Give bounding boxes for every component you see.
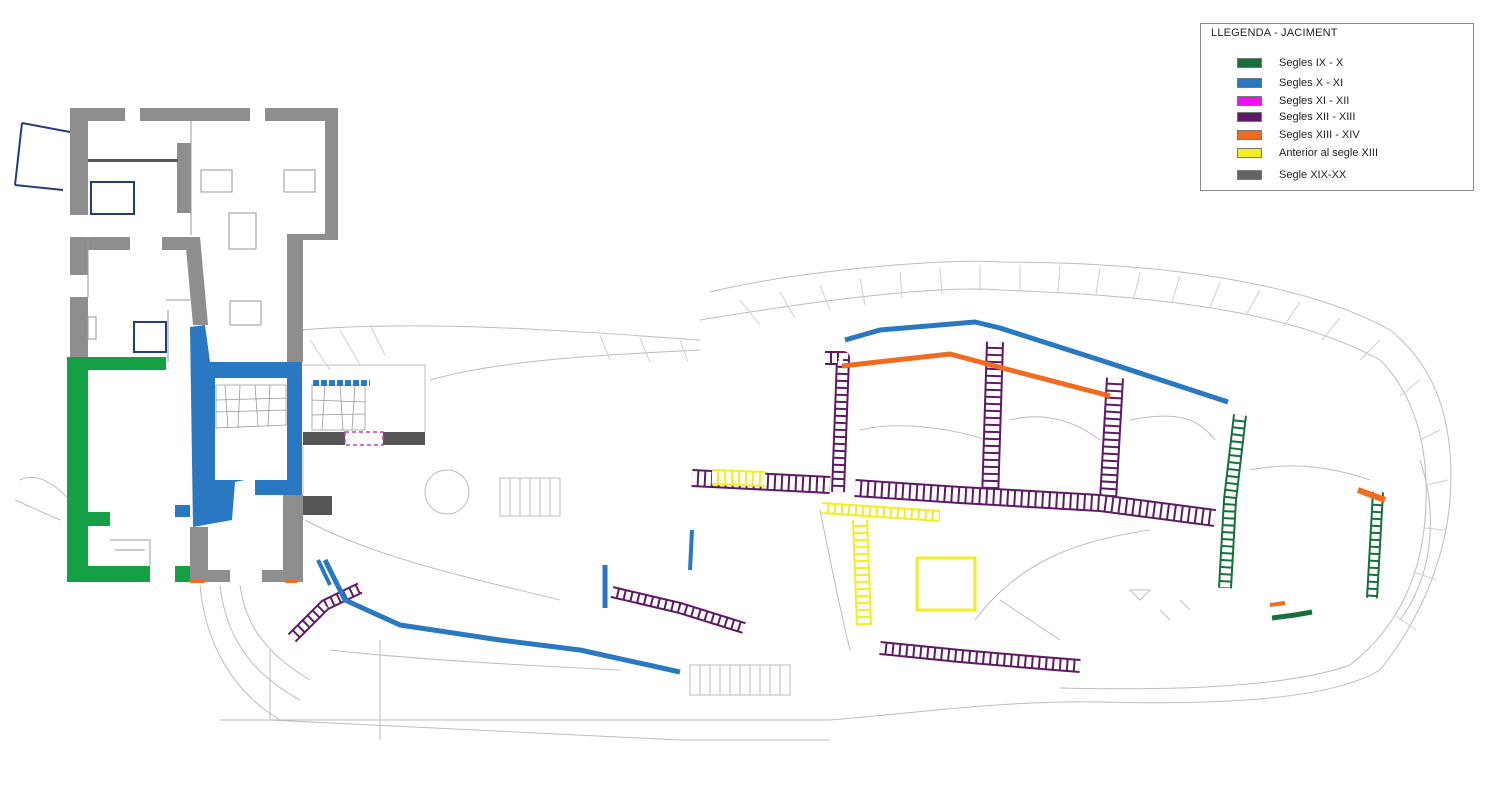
wall-stones — [289, 584, 362, 641]
legend-swatch — [1237, 58, 1262, 68]
walls-segles-ix-x-solid — [67, 357, 190, 582]
legend-item: Segles XI - XII — [1237, 94, 1349, 108]
building-walls-gray — [70, 108, 338, 582]
legend-swatch — [1237, 78, 1262, 88]
yellow-square-structure — [915, 556, 977, 612]
legend-swatch — [1237, 112, 1262, 122]
wall-band — [1269, 601, 1286, 607]
wall-band — [1356, 487, 1387, 503]
wall-band — [316, 559, 332, 586]
wall-band — [688, 529, 694, 571]
wall-stones — [1101, 377, 1122, 501]
legend-swatch — [1237, 148, 1262, 158]
terrain-hatching — [309, 265, 1449, 631]
orange-mark — [190, 580, 205, 583]
wall-segles-xi-xii — [344, 431, 384, 446]
blue-room-interior — [215, 378, 287, 480]
legend-swatch — [1237, 170, 1262, 180]
legend-item: Segles IX - X — [1237, 56, 1343, 70]
legend-label: Anterior al segle XIII — [1279, 147, 1379, 159]
terrain-contours — [14, 260, 1452, 741]
legend-label: Segles X - XI — [1279, 77, 1344, 89]
legend-label: Segle XIX-XX — [1279, 169, 1347, 181]
wall-band — [844, 319, 1229, 405]
small-structures-navy — [14, 122, 167, 353]
legend-label: Segles XII - XIII — [1279, 111, 1356, 123]
wall-band — [841, 351, 1111, 399]
wall-band — [322, 558, 681, 675]
legend-item: Segles XII - XIII — [1237, 110, 1355, 124]
legend: LLEGENDA - JACIMENT Segles IX - X Segles … — [1200, 23, 1474, 191]
legend-item: Anterior al segle XIII — [1237, 146, 1378, 160]
wall-stones — [1220, 414, 1245, 589]
legend-title: LLEGENDA - JACIMENT — [1211, 27, 1338, 39]
walls-segle-xix-xx-dark — [303, 432, 425, 515]
legend-label: Segles XIII - XIV — [1279, 129, 1360, 141]
wall-stones — [1368, 491, 1382, 599]
stone-fill — [215, 384, 366, 431]
legend-item: Segles XIII - XIV — [1237, 128, 1360, 142]
wall-stones — [821, 504, 941, 520]
legend-swatch — [1237, 96, 1262, 106]
wall-stones — [854, 481, 1216, 525]
wall-stones — [879, 643, 1081, 671]
legend-item: Segle XIX-XX — [1237, 168, 1346, 182]
legend-label: Segles IX - X — [1279, 57, 1344, 69]
wall-stones — [983, 341, 1002, 501]
building-interior-lines — [87, 121, 316, 566]
legend-swatch — [1237, 130, 1262, 140]
legend-label: Segles XI - XII — [1279, 95, 1350, 107]
excavated-walls — [287, 319, 1387, 675]
wall-stones — [611, 588, 746, 632]
wall-stones — [854, 519, 870, 626]
wall-band — [1271, 609, 1313, 621]
legend-item: Segles X - XI — [1237, 76, 1343, 90]
wall-stones — [711, 471, 766, 485]
orange-mark — [285, 580, 297, 583]
wall-stones — [825, 353, 849, 493]
